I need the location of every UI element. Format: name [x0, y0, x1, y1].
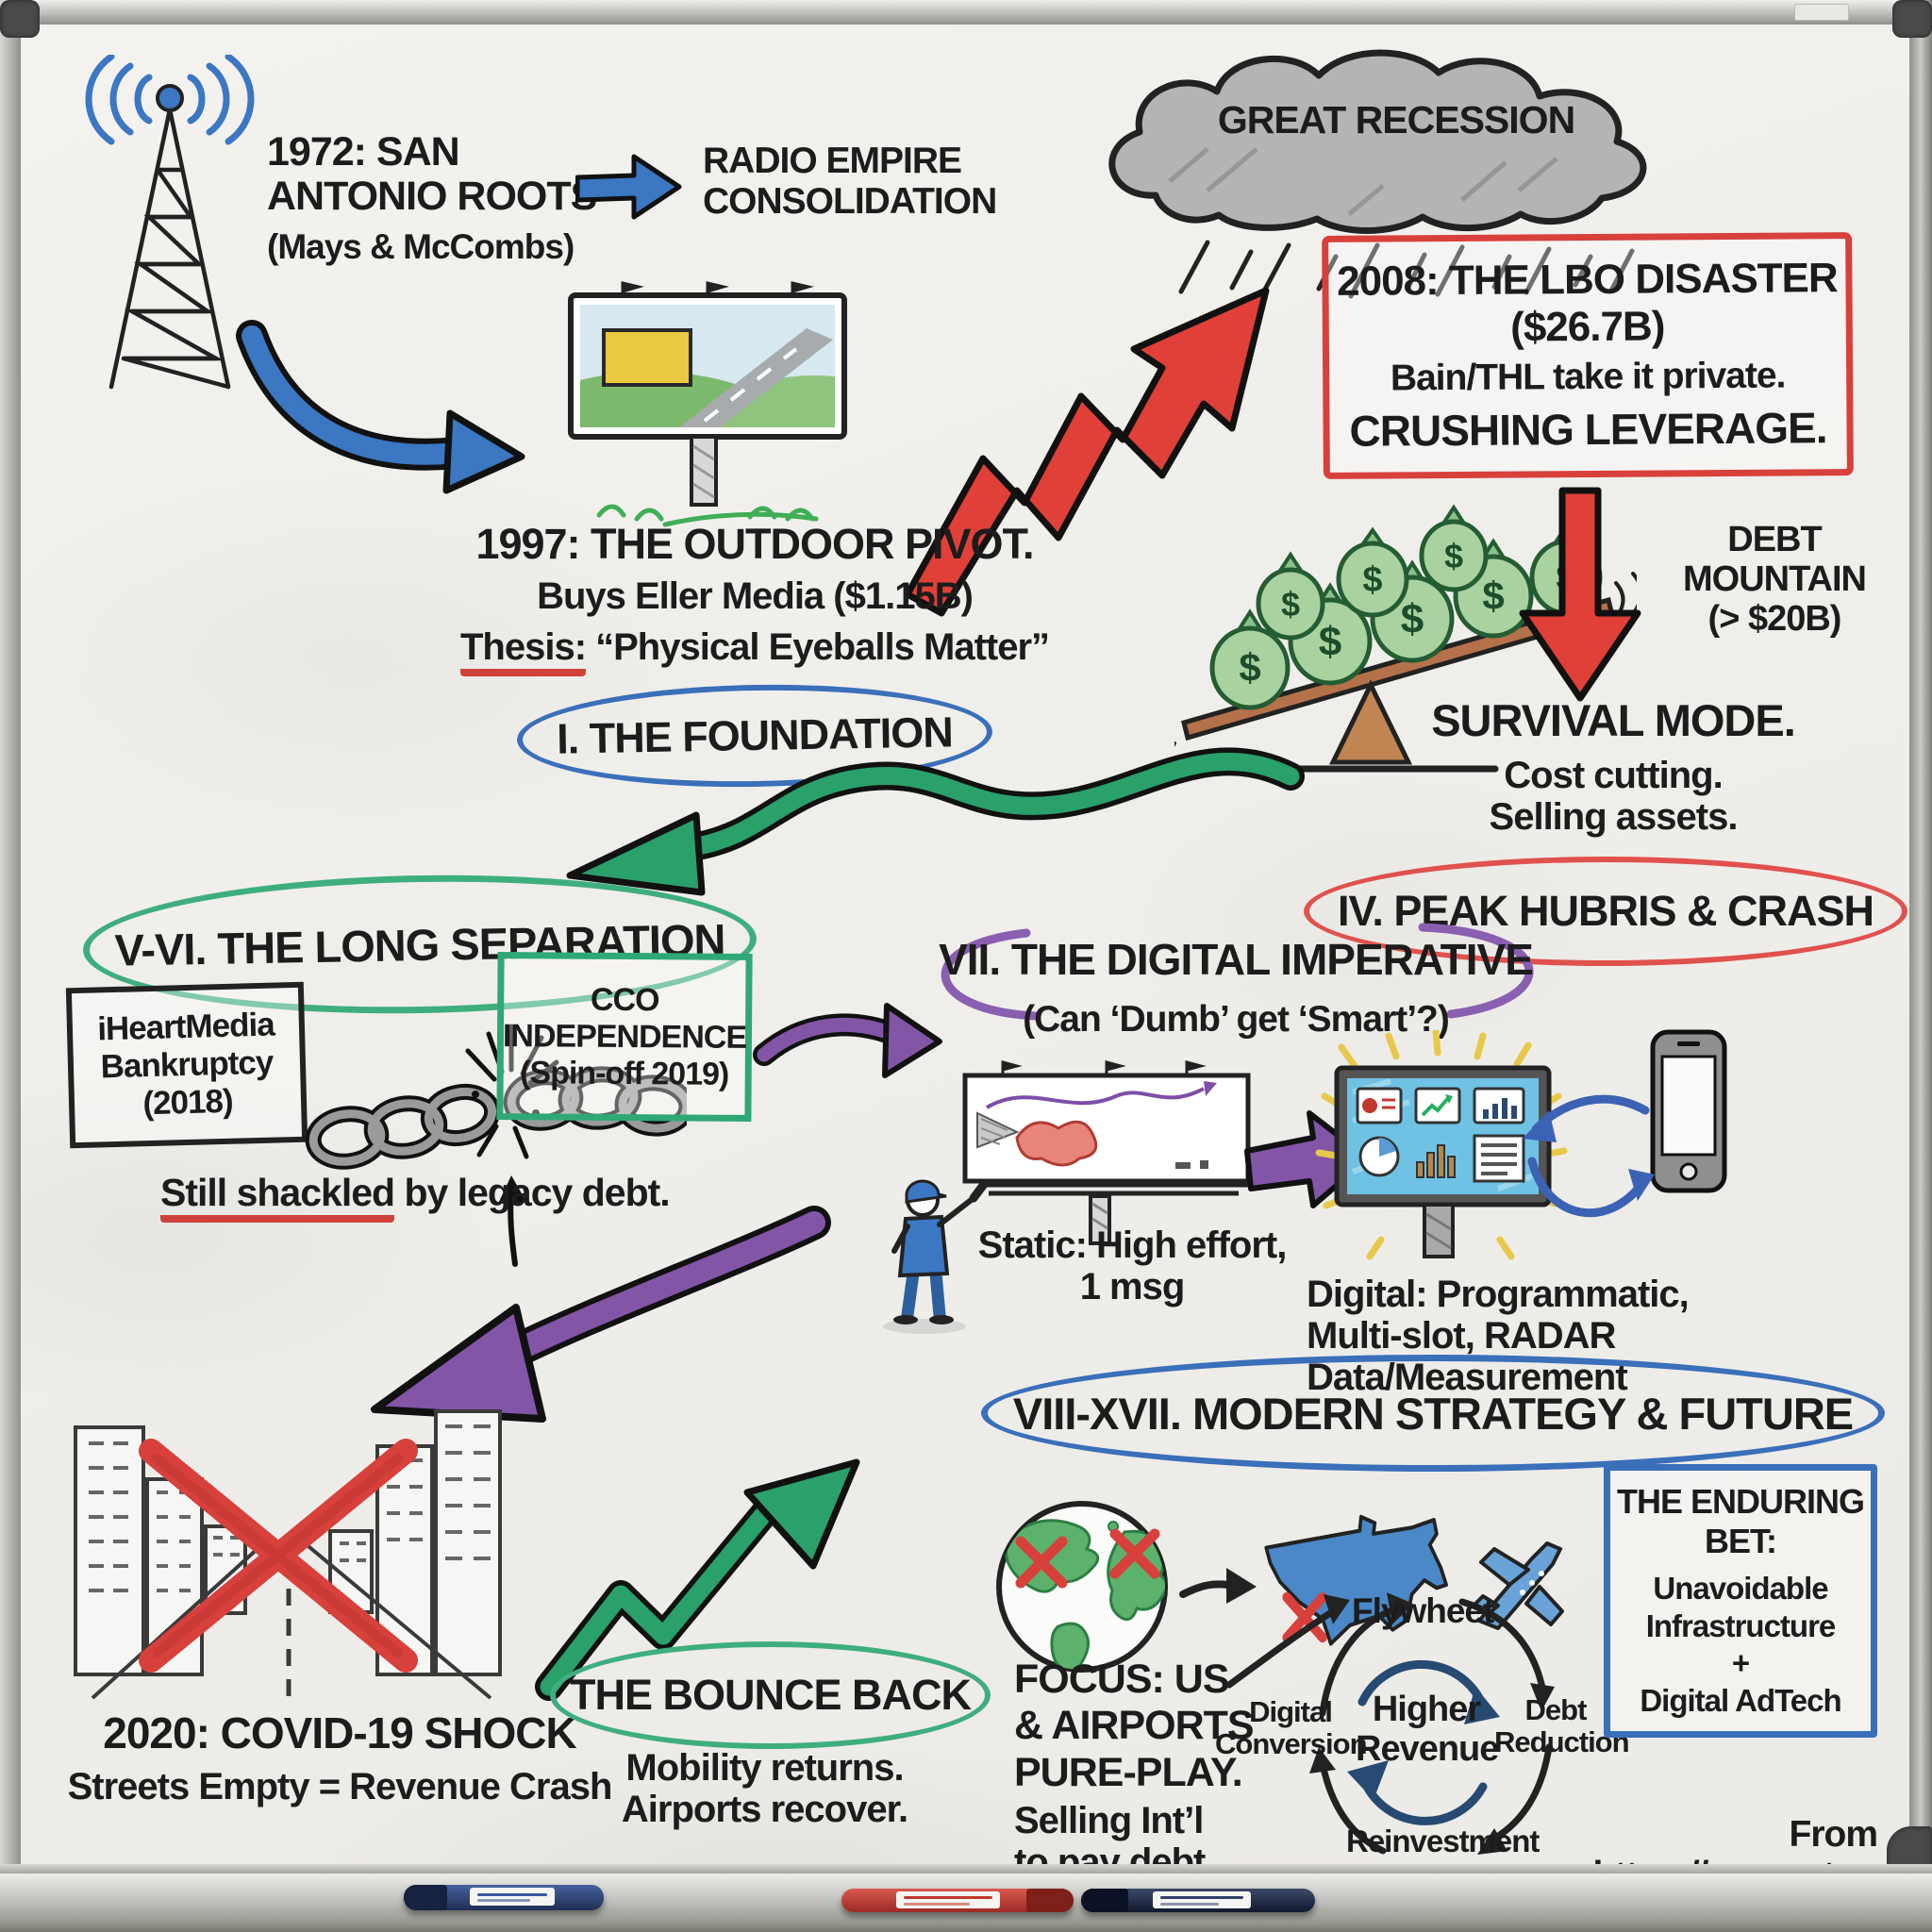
- focus-to-flywheel-arrow-icon: [1225, 1594, 1350, 1689]
- shackled-rest: by legacy debt.: [394, 1171, 670, 1214]
- digital-imperative-title: VII. THE DIGITAL IMPERATIVE: [939, 935, 1534, 984]
- green-zigzag-arrow-icon: [535, 1458, 860, 1701]
- marker-cap: [404, 1885, 447, 1910]
- sync-arrows-icon: [1523, 1094, 1655, 1218]
- marker-label: [470, 1888, 555, 1906]
- arrow-right-icon: [575, 154, 682, 220]
- broken-chain-icon: [305, 1024, 687, 1267]
- svg-text:$: $: [1362, 560, 1382, 600]
- flywheel-arrows-icon: [1309, 1592, 1555, 1855]
- bounce-ellipse: THE BOUNCE BACK: [550, 1641, 991, 1749]
- flywheel-top-label: Flywheet: [1352, 1591, 1494, 1630]
- focus-title: FOCUS: US & AIRPORTS PURE-PLAY.: [1014, 1657, 1255, 1795]
- frame-sticker: [1794, 4, 1849, 21]
- frame-top: [0, 0, 1932, 25]
- frame-corner-tr: [1892, 0, 1932, 38]
- marker-label: [896, 1891, 1000, 1908]
- enduring-title: THE ENDURING BET:: [1616, 1482, 1865, 1560]
- burst-icon: [465, 1024, 559, 1159]
- svg-text:$: $: [1401, 596, 1424, 642]
- bounce-lines: Mobility returns. Airports recover.: [621, 1747, 908, 1830]
- lbo-box: 2008: THE LBO DISASTER ($26.7B) Bain/THL…: [1322, 232, 1854, 479]
- lightning-arrow-icon: [904, 287, 1270, 617]
- svg-text:$: $: [1239, 645, 1260, 690]
- shackled-underlined: Still shackled: [160, 1171, 395, 1223]
- svg-text:$: $: [1444, 537, 1463, 575]
- frame-left: [0, 0, 21, 1932]
- red-x-icon: [1015, 1528, 1160, 1589]
- roots-title: 1972: SAN ANTONIO ROOTS: [267, 129, 597, 220]
- debt-mountain-label: DEBT MOUNTAIN (> $20B): [1683, 520, 1867, 639]
- lbo-amount: ($26.7B): [1510, 303, 1665, 351]
- recession-label: GREAT RECESSION: [1217, 98, 1575, 142]
- radio-empire-label: RADIO EMPIRE CONSOLIDATION: [703, 141, 997, 222]
- modern-ellipse: VIII-XVII. MODERN STRATEGY & FUTURE: [981, 1355, 1885, 1472]
- lbo-line2: CRUSHING LEVERAGE.: [1349, 403, 1827, 456]
- pivot-title: 1997: THE OUTDOOR PIVOT.: [475, 520, 1034, 568]
- cco-box: CCO INDEPENDENCE (Spin-off 2019): [496, 952, 753, 1122]
- hubris-ellipse: IV. PEAK HUBRIS & CRASH: [1304, 857, 1907, 966]
- purple-ellipse-icon: [941, 923, 1534, 1021]
- radio-tower-icon: [85, 55, 255, 390]
- shackled-label: Still shackled by legacy debt.: [160, 1171, 671, 1223]
- purple-curved-arrow-icon: [753, 1003, 942, 1078]
- enduring-box: THE ENDURING BET: Unavoidable Infrastruc…: [1604, 1464, 1877, 1738]
- billboard-illustration: [568, 281, 847, 527]
- svg-text:$: $: [1281, 585, 1300, 624]
- thesis-label: Thesis:: [459, 626, 587, 676]
- pivot-thesis: Thesis: “Physical Eyeballs Matter”: [443, 626, 1066, 676]
- svg-text:$: $: [1482, 574, 1504, 618]
- marker-pen-red: [841, 1889, 1074, 1912]
- thesis-quote: “Physical Eyeballs Matter”: [586, 626, 1050, 668]
- marker-pen-dark: [1081, 1889, 1315, 1912]
- red-x-icon: [139, 1439, 418, 1673]
- marker-cap: [1081, 1889, 1128, 1912]
- flywheel-bottom-label: Reinvestment: [1346, 1824, 1540, 1858]
- marker-cap: [1026, 1889, 1074, 1912]
- lbo-title: 2008: THE LBO DISASTER: [1336, 255, 1838, 305]
- city-illustration: [74, 1409, 502, 1700]
- smartphone-icon: [1650, 1029, 1727, 1193]
- black-arrow-icon: [1179, 1568, 1257, 1604]
- marker-label: [1153, 1891, 1251, 1908]
- enduring-body: Unavoidable Infrastructure + Digital AdT…: [1640, 1571, 1841, 1718]
- covid-subtitle: Streets Empty = Revenue Crash: [67, 1766, 613, 1807]
- painter-figure: [883, 1178, 990, 1334]
- rain-icon: [1178, 240, 1635, 301]
- flywheel-right-label: Debt Reduction: [1494, 1693, 1630, 1759]
- lbo-line1: Bain/THL take it private.: [1390, 355, 1786, 399]
- green-wave-arrow-icon: [566, 747, 1305, 896]
- globe-icon: [996, 1501, 1168, 1673]
- static-label: Static: High effort, 1 msg: [977, 1224, 1288, 1307]
- iheart-box: iHeartMedia Bankruptcy (2018): [65, 981, 308, 1149]
- covid-title: 2020: COVID-19 SHOCK: [103, 1708, 577, 1757]
- digital-billboard-illustration: [1315, 1030, 1568, 1260]
- svg-text:$: $: [1319, 619, 1341, 665]
- digital-imperative-subtitle: (Can ‘Dumb’ get ‘Smart’?): [1023, 999, 1450, 1040]
- pivot-line1: Buys Eller Media ($1.15B): [537, 575, 974, 617]
- recession-cloud-icon: [1108, 49, 1647, 301]
- red-x-icon: [1282, 1591, 1327, 1643]
- purple-down-left-arrow-icon: [371, 1206, 831, 1423]
- flywheel-center-label: Higher Revenue: [1356, 1690, 1499, 1769]
- red-down-arrow-icon: [1519, 487, 1641, 702]
- survival-lines: Cost cutting. Selling assets.: [1489, 755, 1739, 838]
- flywheel-left-label: Digital Conversion: [1215, 1695, 1368, 1761]
- frame-right: [1909, 0, 1932, 1932]
- roots-subtitle: (Mays & McCombs): [267, 227, 575, 266]
- survival-title: SURVIVAL MODE.: [1431, 695, 1796, 745]
- frame-corner-tl: [0, 0, 40, 38]
- marker-pen-blue: [404, 1885, 604, 1910]
- curved-arrow-icon: [236, 320, 525, 494]
- board-bottom-edge: [0, 1864, 1932, 1874]
- up-arrow-icon: [498, 1175, 526, 1267]
- static-billboard-illustration: [883, 1060, 1251, 1334]
